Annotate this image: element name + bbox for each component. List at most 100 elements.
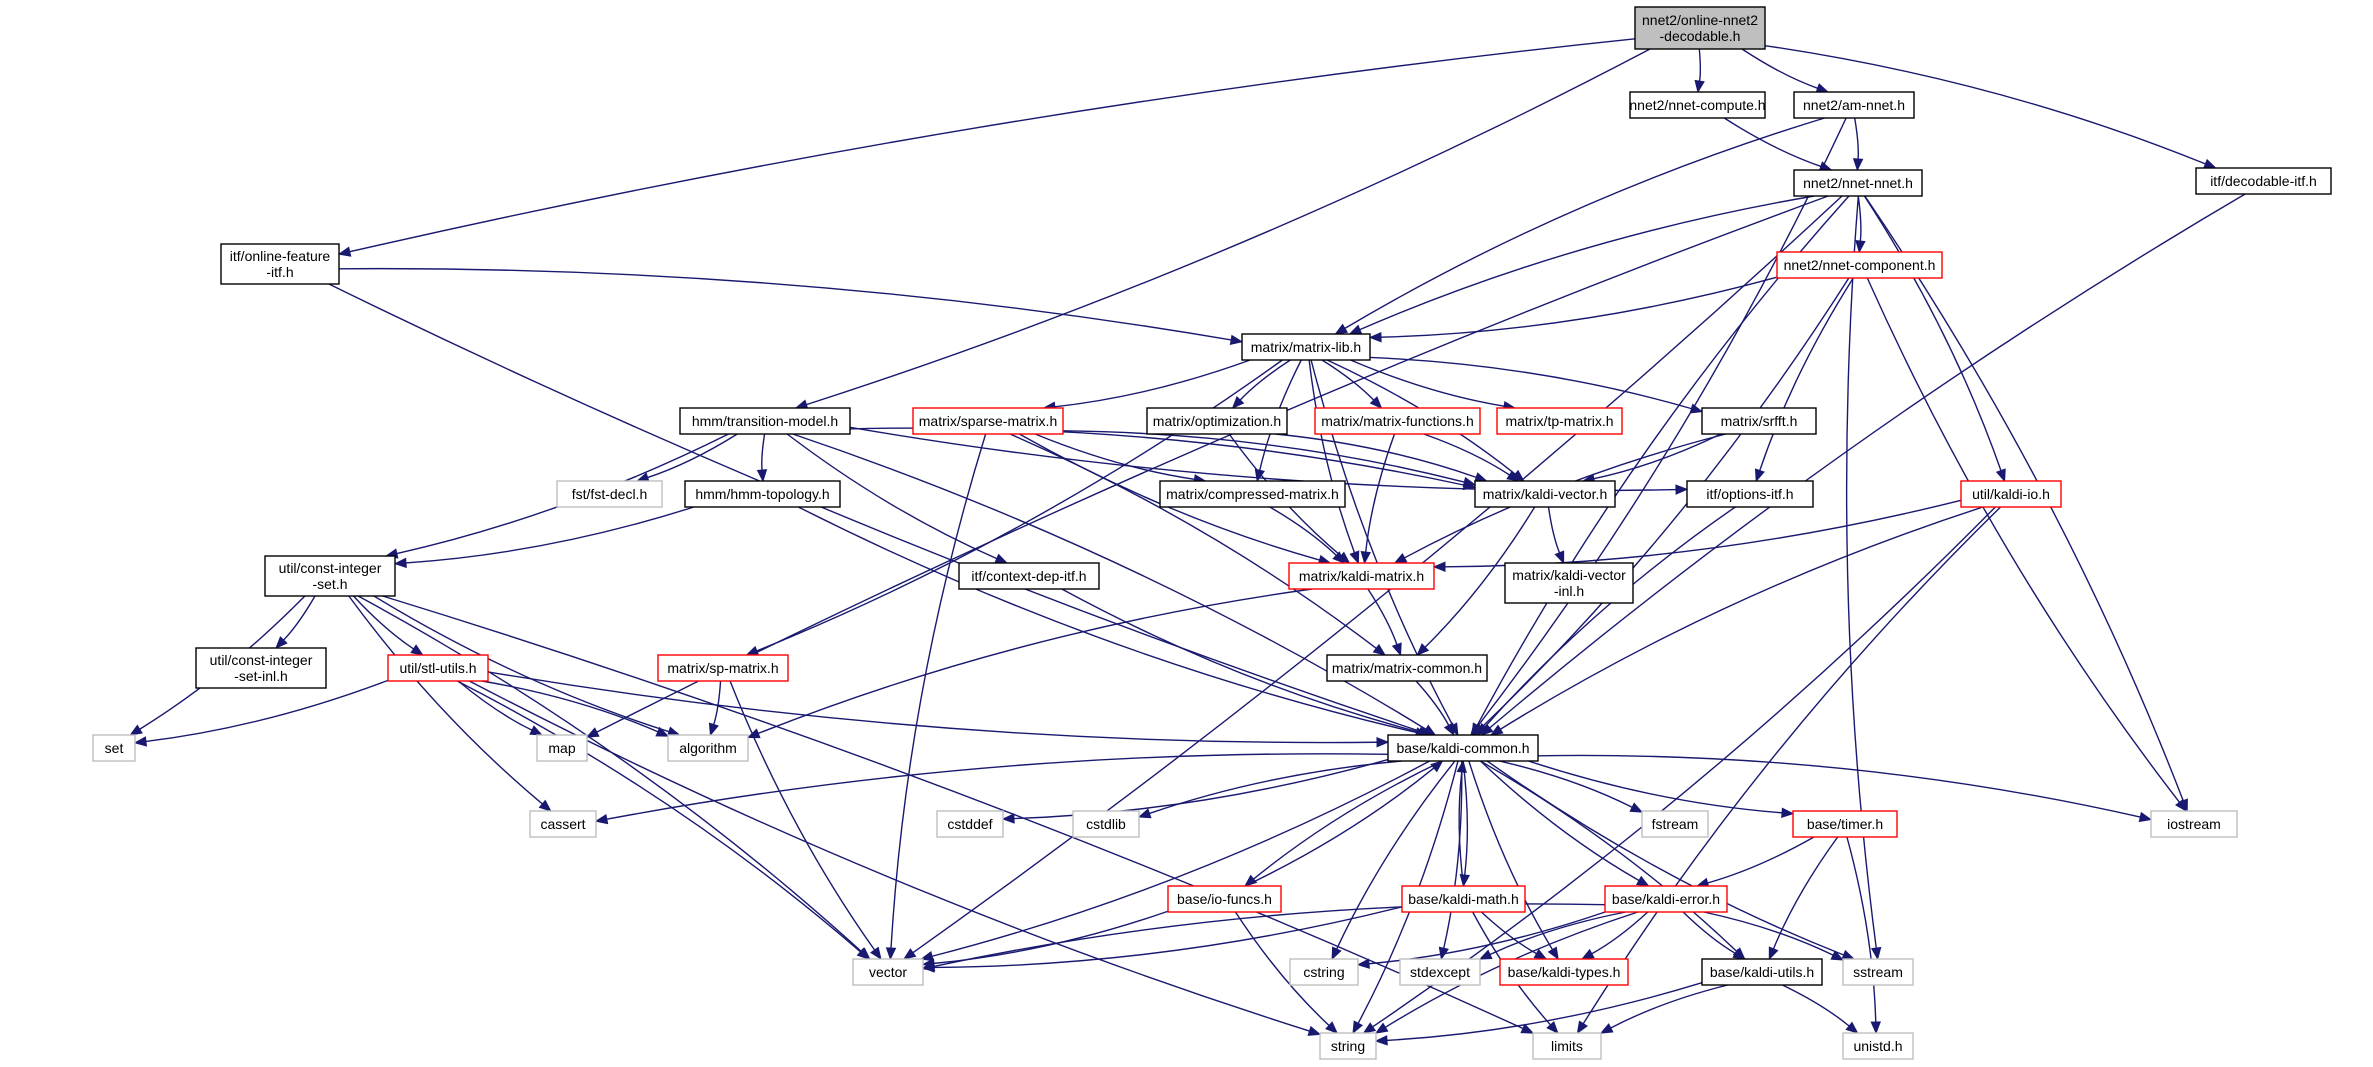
edge-arrowhead <box>1137 808 1152 819</box>
node-kaldi-error[interactable]: base/kaldi-error.h <box>1604 885 1728 913</box>
node-kaldi-io[interactable]: util/kaldi-io.h <box>1960 480 2062 508</box>
node-compressed-matrix[interactable]: matrix/compressed-matrix.h <box>1159 480 1346 508</box>
dependency-edge-matrix_lib-to-matrix_functions <box>1321 359 1383 409</box>
node-options-itf[interactable]: itf/options-itf.h <box>1686 480 1814 508</box>
dependency-edge-kaldi_error-to-stdexcept <box>1478 911 1626 960</box>
node-label-line: -set.h <box>312 576 347 592</box>
node-label-line: -itf.h <box>266 264 293 280</box>
edge-line <box>1239 359 1291 401</box>
edge-arrowhead <box>1352 1020 1364 1035</box>
node-optimization[interactable]: matrix/optimization.h <box>1146 407 1288 435</box>
node-label-line: base/kaldi-math.h <box>1408 891 1519 907</box>
node-label-line: cassert <box>540 816 585 832</box>
dependency-edge-kaldi_matrix-to-matrix_common <box>1367 588 1402 657</box>
node-timer[interactable]: base/timer.h <box>1792 810 1898 838</box>
edge-arrowhead <box>1489 724 1504 736</box>
edge-arrowhead <box>921 961 936 972</box>
edge-line <box>1845 195 1877 949</box>
edge-arrowhead <box>1331 946 1342 961</box>
node-sparse-matrix[interactable]: matrix/sparse-matrix.h <box>912 407 1064 435</box>
dependency-edge-nnet_nnet-to-sstream <box>1845 195 1882 961</box>
edge-line <box>283 595 316 641</box>
edge-line <box>1857 195 1862 242</box>
node-box <box>1842 1032 1914 1060</box>
node-label-line: nnet2/nnet-nnet.h <box>1803 175 1913 191</box>
node-iostream: iostream <box>2150 810 2238 838</box>
node-transition-model[interactable]: hmm/transition-model.h <box>679 407 851 435</box>
edge-line <box>1853 117 1859 160</box>
node-context-dep-itf[interactable]: itf/context-dep-itf.h <box>958 562 1100 590</box>
edge-arrowhead <box>655 726 670 737</box>
node-kaldi-types[interactable]: base/kaldi-types.h <box>1499 958 1629 986</box>
node-box <box>679 407 851 435</box>
node-decodable-itf[interactable]: itf/decodable-itf.h <box>2195 167 2332 195</box>
node-matrix-common[interactable]: matrix/matrix-common.h <box>1326 654 1488 682</box>
edge-line <box>1009 433 1377 649</box>
node-online-feature[interactable]: itf/online-feature-itf.h <box>220 243 340 285</box>
node-am-nnet[interactable]: nnet2/am-nnet.h <box>1793 91 1915 119</box>
node-box <box>1326 654 1488 682</box>
node-tp-matrix[interactable]: matrix/tp-matrix.h <box>1496 407 1623 435</box>
node-kaldi-vector[interactable]: matrix/kaldi-vector.h <box>1474 480 1616 508</box>
edge-arrowhead <box>2202 158 2217 169</box>
edge-line <box>1772 836 1839 950</box>
node-io-funcs[interactable]: base/io-funcs.h <box>1167 885 1282 913</box>
node-const-integer-set[interactable]: util/const-integer-set.h <box>264 555 396 597</box>
node-kaldi-vector-inl[interactable]: matrix/kaldi-vector-inl.h <box>1504 562 1634 604</box>
node-nnet-component[interactable]: nnet2/nnet-component.h <box>1776 251 1943 279</box>
node-kaldi-common[interactable]: base/kaldi-common.h <box>1387 734 1539 762</box>
dependency-edges <box>129 38 2246 1046</box>
dependency-edge-const_integer_set-to-limits <box>382 595 1535 1034</box>
edge-line <box>713 680 722 725</box>
node-kaldi-matrix[interactable]: matrix/kaldi-matrix.h <box>1288 562 1435 590</box>
dependency-edge-timer-to-kaldi_error <box>1695 836 1815 888</box>
dependency-edge-kaldi_common-to-iostream <box>1537 754 2153 823</box>
node-label-line: util/stl-utils.h <box>399 660 476 676</box>
dependency-edge-const_integer_set-to-stl_utils <box>352 595 424 656</box>
node-const-integer-set-inl[interactable]: util/const-integer-set-inl.h <box>195 647 327 689</box>
node-label-line: util/const-integer <box>279 560 382 576</box>
edge-line <box>1380 276 1778 338</box>
node-label-line: -set-inl.h <box>234 668 288 684</box>
node-nnet-compute[interactable]: nnet2/nnet-compute.h <box>1629 91 1766 119</box>
dependency-edge-kaldi_math-to-kaldi_common <box>1456 759 1467 887</box>
node-box <box>1314 407 1481 435</box>
dependency-edge-stl_utils-to-map <box>457 680 544 736</box>
node-box <box>92 734 136 762</box>
dependency-edge-kaldi_common-to-cassert <box>594 753 1389 825</box>
node-matrix-lib[interactable]: matrix/matrix-lib.h <box>1241 333 1371 361</box>
edge-arrowhead <box>1689 403 1704 414</box>
edge-line <box>1462 760 1469 876</box>
edge-line <box>757 588 1313 735</box>
node-label-line: sstream <box>1853 964 1903 980</box>
node-box <box>1159 480 1346 508</box>
node-matrix-functions[interactable]: matrix/matrix-functions.h <box>1314 407 1481 435</box>
edge-line <box>1593 433 1722 480</box>
node-srfft[interactable]: matrix/srfft.h <box>1701 407 1817 435</box>
edge-line <box>761 433 766 471</box>
edge-arrowhead <box>1533 948 1548 960</box>
node-kaldi-math[interactable]: base/kaldi-math.h <box>1401 885 1526 913</box>
dependency-edge-kaldi_utils-to-limits <box>1599 984 1728 1034</box>
node-box <box>1401 885 1526 913</box>
node-box <box>1776 251 1943 279</box>
node-algorithm: algorithm <box>667 734 749 762</box>
node-kaldi-utils[interactable]: base/kaldi-utils.h <box>1701 958 1823 986</box>
node-box <box>1289 958 1359 986</box>
node-hmm-topology[interactable]: hmm/hmm-topology.h <box>684 480 841 508</box>
node-label-line: itf/decodable-itf.h <box>2210 173 2317 189</box>
node-nnet-nnet[interactable]: nnet2/nnet-nnet.h <box>1793 169 1923 197</box>
edge-arrowhead <box>1635 875 1650 887</box>
node-sp-matrix[interactable]: matrix/sp-matrix.h <box>657 654 789 682</box>
node-label-line: base/kaldi-error.h <box>1612 891 1720 907</box>
edge-line <box>1582 506 2002 1025</box>
edge-line <box>1703 911 1834 956</box>
dependency-edge-kaldi_error-to-kaldi_utils <box>1682 911 1747 960</box>
node-label-line: fstream <box>1652 816 1699 832</box>
node-stl-utils[interactable]: util/stl-utils.h <box>387 654 489 682</box>
edge-line <box>1591 911 1649 955</box>
edge-line <box>1759 277 1854 471</box>
node-root[interactable]: nnet2/online-nnet2-decodable.h <box>1634 6 1766 50</box>
edge-arrowhead <box>885 947 897 961</box>
dependency-edge-nnet_nnet-to-matrix_lib <box>1348 195 1815 335</box>
